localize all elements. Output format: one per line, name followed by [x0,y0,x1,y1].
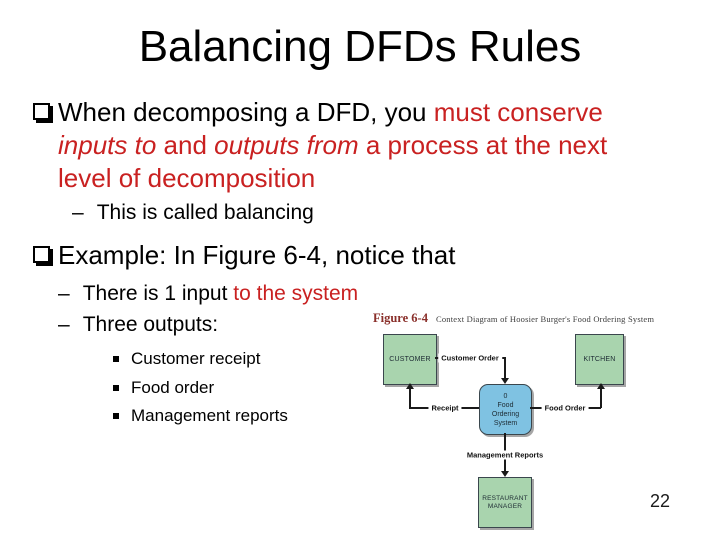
small-square-bullet-icon [113,356,119,363]
dash-bullet: – [58,313,70,336]
manager-line: MANAGER [487,502,523,510]
list-item-label: Food order [131,377,215,397]
b1-italic-inputs: inputs to [58,130,157,160]
customer-order-line [504,357,506,379]
dfd-customer-entity: CUSTOMER [383,334,437,385]
bullet-decomposing-text: When decomposing a DFD, you must conserv… [58,96,607,195]
slide-title: Balancing DFDs Rules [138,22,582,71]
process-number: 0 [503,392,508,400]
list-item-label: Customer receipt [131,349,261,369]
small-square-bullet-icon [113,384,119,391]
receipt-arrowhead [406,383,414,389]
flow-label-food-order: Food Order [541,403,589,413]
customer-order-arrowhead [501,378,509,384]
bullet-decomposing: When decomposing a DFD, you must conserv… [33,96,678,195]
figure-label: Figure 6-4 [373,311,428,325]
sub-input-red: to the system [233,282,359,305]
square-bullet-icon [33,103,50,120]
bullet-example: Example: In Figure 6-4, notice that [33,239,693,272]
b1-line3: level of decomposition [58,163,316,193]
dash-bullet: – [72,201,84,224]
process-name-line: Ordering [491,410,520,418]
list-item: Customer receipt [113,345,288,374]
sub-bullet-balancing: –This is called balancing [72,201,314,225]
list-item: Food order [113,374,288,403]
management-reports-arrowhead [501,471,509,477]
dfd-manager-entity: RESTAURANT MANAGER [478,477,532,528]
figure-caption-text: Context Diagram of Hoosier Burger's Food… [435,314,655,324]
sub-balancing-text: This is called balancing [96,201,314,224]
b1-and: and [156,130,215,160]
b1-red: must conserve [433,97,603,127]
page-number: 22 [650,491,671,511]
b1-italic-outputs: outputs from [214,130,359,160]
dfd-process-node: 0 Food Ordering System [479,384,532,435]
b1-black: When decomposing a DFD, you [58,97,434,127]
list-item-label: Management reports [131,406,288,426]
sub-input-black: There is 1 input [82,282,234,305]
dash-bullet: – [58,282,70,305]
square-bullet-icon [33,246,50,263]
receipt-line [409,388,411,408]
bullet-example-text: Example: In Figure 6-4, notice that [58,240,456,270]
outputs-list: Customer receipt Food order Management r… [113,345,288,431]
small-square-bullet-icon [113,413,119,420]
flow-label-receipt: Receipt [428,403,462,413]
flow-label-management-reports: Management Reports [463,450,547,460]
manager-line: RESTAURANT [482,494,528,502]
sub-bullet-input: –There is 1 input to the system [58,282,358,306]
food-order-line [600,388,602,408]
flow-label-customer-order: Customer Order [438,353,502,363]
sub-outputs-text: Three outputs: [82,313,219,336]
b1-tail: a process at the next [358,130,608,160]
food-order-arrowhead [597,383,605,389]
process-name-line: Food [497,401,514,409]
list-item: Management reports [113,402,288,431]
process-name-line: System [493,419,518,427]
figure-caption: Figure 6-4 Context Diagram of Hoosier Bu… [373,311,654,326]
dfd-kitchen-entity: KITCHEN [575,334,624,385]
sub-bullet-outputs: –Three outputs: [58,313,218,337]
